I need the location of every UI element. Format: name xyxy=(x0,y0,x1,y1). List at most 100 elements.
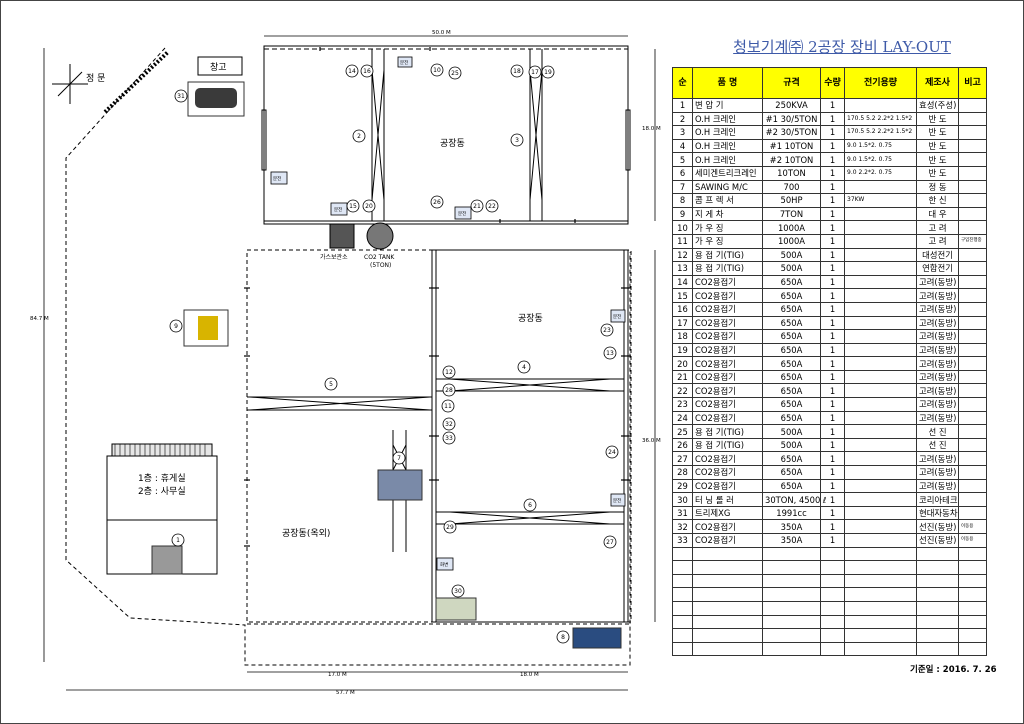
table-cell: 코리아테크 xyxy=(916,492,959,507)
power-box-label: 분전 xyxy=(400,59,408,66)
table-cell xyxy=(958,206,987,222)
column-header: 전기용량 xyxy=(844,67,917,99)
table-cell xyxy=(844,288,917,303)
table-cell xyxy=(844,383,917,399)
table-cell: #1 10TON xyxy=(762,138,821,154)
table-cell: 32 xyxy=(672,519,693,534)
table-cell xyxy=(844,641,917,657)
empty-table-row xyxy=(672,587,987,602)
table-cell xyxy=(958,179,987,195)
table-cell xyxy=(916,641,959,657)
dim-right-main: 36.0 M xyxy=(642,438,661,444)
table-cell xyxy=(958,111,987,127)
column-header: 순 xyxy=(672,67,693,99)
equipment-marker: 16 xyxy=(360,64,374,78)
table-cell xyxy=(692,546,763,562)
marker-number: 8 xyxy=(561,634,565,641)
table-cell xyxy=(958,573,987,589)
table-cell: 25 xyxy=(672,424,693,439)
marker-circle xyxy=(510,64,524,78)
equipment-marker: 19 xyxy=(541,65,555,79)
table-cell xyxy=(844,247,917,263)
table-cell: 가 우 징 xyxy=(692,220,763,235)
table-cell xyxy=(958,261,987,276)
table-cell: 23 xyxy=(672,397,693,412)
table-cell: 1 xyxy=(820,247,845,263)
table-cell: #1 30/5TON xyxy=(762,111,821,127)
table-cell xyxy=(692,573,763,589)
table-cell: 1 xyxy=(820,369,845,385)
table-cell: 30 xyxy=(672,492,693,507)
site-boundary xyxy=(65,47,631,666)
marker-number: 17 xyxy=(531,69,539,76)
table-cell xyxy=(958,451,987,467)
table-cell xyxy=(672,560,693,575)
marker-circle xyxy=(442,431,456,445)
table-cell: 12 xyxy=(672,247,693,263)
base-date: 기준일 : 2016. 7. 26 xyxy=(910,665,997,675)
table-cell: CO2용접기 xyxy=(692,369,763,385)
marker-number: 6 xyxy=(528,502,532,509)
marker-number: 32 xyxy=(445,421,453,428)
table-cell: CO2용접기 xyxy=(692,342,763,358)
marker-circle xyxy=(528,65,542,79)
table-cell: 1 xyxy=(820,301,845,317)
equipment-marker: 27 xyxy=(603,535,617,549)
marker-circle xyxy=(451,584,465,598)
table-cell: CO2용접기 xyxy=(692,465,763,480)
table-cell xyxy=(958,125,987,140)
table-cell: 반 도 xyxy=(916,165,959,181)
column-header: 규격 xyxy=(762,67,821,99)
table-cell: 1 xyxy=(820,315,845,331)
table-cell: 50HP xyxy=(762,193,821,208)
marker-circle xyxy=(470,199,484,213)
table-cell xyxy=(958,315,987,331)
power-boxes xyxy=(270,56,626,571)
equipment-marker: 21 xyxy=(470,199,484,213)
marker-circle xyxy=(169,319,183,333)
table-cell xyxy=(916,628,959,643)
table-cell xyxy=(672,641,693,657)
equipment-marker: 32 xyxy=(442,417,456,431)
table-cell: 1 xyxy=(820,505,845,521)
table-cell xyxy=(844,261,917,276)
table-cell xyxy=(844,573,917,589)
marker-number: 30 xyxy=(454,588,462,595)
marker-number: 24 xyxy=(608,449,616,456)
table-cell xyxy=(762,628,821,643)
table-cell xyxy=(844,206,917,222)
table-cell xyxy=(844,329,917,344)
table-cell: 고려(동방) xyxy=(916,465,959,480)
page-title: 청보기계㈜ 2공장 장비 LAY-OUT xyxy=(733,38,951,56)
table-cell: 고려(동방) xyxy=(916,397,959,412)
dim-right-top: 18.0 M xyxy=(642,126,661,132)
table-cell: 1 xyxy=(820,437,845,453)
marker-circle xyxy=(603,346,617,360)
marker-circle xyxy=(442,383,456,397)
equipment-marker: 9 xyxy=(169,319,183,333)
power-box-label: 분전 xyxy=(613,497,621,504)
marker-circle xyxy=(442,417,456,431)
table-cell: 9.0 1.5*2. 0.75 xyxy=(844,152,917,167)
table-cell xyxy=(762,573,821,589)
table-cell: 37KW xyxy=(844,193,917,208)
table-cell: 500A xyxy=(762,261,821,276)
table-cell xyxy=(844,220,917,235)
top-hall-outline xyxy=(263,45,629,225)
marker-circle xyxy=(362,199,376,213)
empty-table-row xyxy=(672,573,987,589)
marker-circle xyxy=(510,133,524,147)
table-cell: 500A xyxy=(762,424,821,439)
table-cell: 15 xyxy=(672,288,693,303)
table-cell xyxy=(844,274,917,290)
table-cell: 650A xyxy=(762,342,821,358)
table-cell: 용 접 기(TIG) xyxy=(692,247,763,263)
table-cell: 고 려 xyxy=(916,220,959,235)
